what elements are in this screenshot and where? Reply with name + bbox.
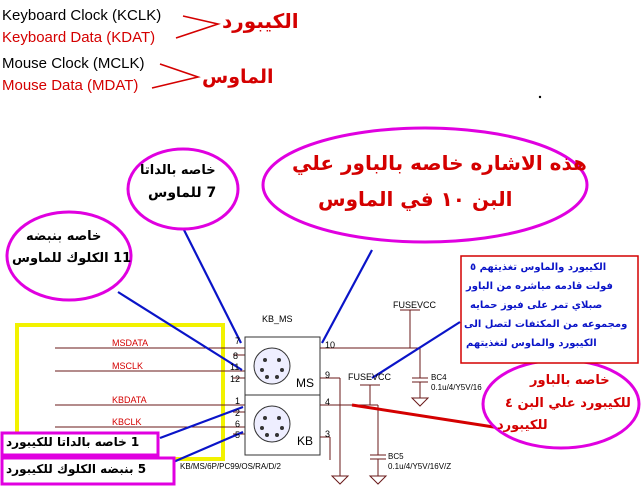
note-line2: فولت قادمه مباشره من الباور xyxy=(466,281,613,292)
ms-label: MS xyxy=(296,376,314,390)
net-kbdata: KBDATA xyxy=(112,395,147,405)
pointer-kb-clock xyxy=(163,430,244,468)
pointer-kb-data xyxy=(159,405,244,440)
note-line4: ومجموعه من المكثفات لتصل الى xyxy=(464,319,628,330)
fusevcc-label-2: FUSEVCC xyxy=(348,372,392,382)
kb-data-note-box xyxy=(0,431,160,457)
bubble-kb-power-line3: للكيبورد xyxy=(497,418,548,433)
legend-keyboard-data: Keyboard Data (KDAT) xyxy=(2,29,156,46)
mouse-bracket xyxy=(151,63,201,89)
legend-mouse-data: Mouse Data (MDAT) xyxy=(2,77,139,94)
pin-7: 7 xyxy=(235,336,241,346)
bubble-mouse-clock-line2: 11 الكلوك للماوس xyxy=(12,251,132,266)
note-line5: الكيبورد والماوس لتغذيتهم xyxy=(466,338,597,349)
pin-1: 1 xyxy=(235,396,241,406)
bubble-mouse-data xyxy=(126,147,240,231)
bubble-power-line2: البن ١٠ في الماوس xyxy=(318,187,513,211)
kb-data-note: 1 خاصه بالداتا للكيبورد xyxy=(6,435,140,449)
pin-5: 5 xyxy=(235,430,241,440)
kb-port xyxy=(253,405,291,443)
bc5-ref: BC5 xyxy=(388,452,404,461)
kb-clock-note-box xyxy=(0,456,176,486)
stray-dot xyxy=(538,95,542,99)
legend-mouse-clock: Mouse Clock (MCLK) xyxy=(2,55,145,72)
pin-6: 6 xyxy=(235,419,241,429)
signal-lines xyxy=(55,347,245,435)
pin-2: 2 xyxy=(235,408,241,418)
bubble-kb-power-line2: للكيبورد علي البن ٤ xyxy=(505,396,631,411)
bubble-power xyxy=(261,126,589,244)
bubble-mouse-clock xyxy=(5,210,133,302)
connector xyxy=(244,336,321,456)
bc5-value: 0.1u/4/Y5V/16V/Z xyxy=(388,462,452,471)
keyboard-bracket xyxy=(175,15,221,39)
bubble-mouse-data-line2: 7 للماوس xyxy=(148,185,217,201)
ms-port xyxy=(253,347,291,385)
pointer-kb-power xyxy=(351,403,501,430)
legend-keyboard-group: الكيبورد xyxy=(222,9,299,33)
pointer-mouse-clock xyxy=(117,291,243,371)
pin-4: 4 xyxy=(325,397,331,407)
legend-keyboard-clock: Keyboard Clock (KCLK) xyxy=(2,7,162,24)
pointer-power xyxy=(321,249,373,344)
pin-3: 3 xyxy=(325,429,331,439)
net-kbclk: KBCLK xyxy=(112,417,142,427)
pointer-note xyxy=(371,321,461,379)
note-line3: صبلاي تمر على فيوز حمايه xyxy=(470,300,603,311)
pin-12: 12 xyxy=(230,374,241,384)
magenta-bubbles xyxy=(5,126,641,450)
pointer-mouse-data xyxy=(179,221,242,344)
net-msclk: MSCLK xyxy=(112,361,144,371)
bc4-ref: BC4 xyxy=(431,373,447,382)
connector-ref: KB_MS xyxy=(262,314,293,324)
pin-9: 9 xyxy=(325,370,331,380)
note-line1: الكيبورد والماوس تغذيتهم ٥ xyxy=(470,262,607,273)
bc4-value: 0.1u/4/Y5V/16 xyxy=(431,383,482,392)
kb-clock-note: 5 بنبضه الكلوك للكيبورد xyxy=(6,462,147,476)
bubble-mouse-data-line1: خاصه بالداتا xyxy=(140,163,216,178)
legend-mouse-group: الماوس xyxy=(202,66,274,88)
legend-arrows xyxy=(151,15,221,89)
fusevcc-label-1: FUSEVCC xyxy=(393,300,437,310)
bubble-kb-power-line1: خاصه بالباور xyxy=(530,373,610,388)
bubble-power-line1: هذه الاشاره خاصه بالباور علي xyxy=(292,151,587,175)
note-box xyxy=(460,255,639,364)
pin-10: 10 xyxy=(325,340,336,350)
net-msdata: MSDATA xyxy=(112,338,149,348)
bubble-mouse-clock-line1: خاصه بنبضه xyxy=(26,229,102,244)
pin-8: 8 xyxy=(233,351,239,361)
pin-11: 11 xyxy=(230,362,240,372)
blue-pointers xyxy=(117,221,461,468)
connector-part-number: KB/MS/6P/PC99/OS/RA/D/2 xyxy=(180,462,281,471)
ground-symbols xyxy=(330,397,430,485)
right-wiring xyxy=(320,309,428,476)
kb-label: KB xyxy=(297,434,314,448)
